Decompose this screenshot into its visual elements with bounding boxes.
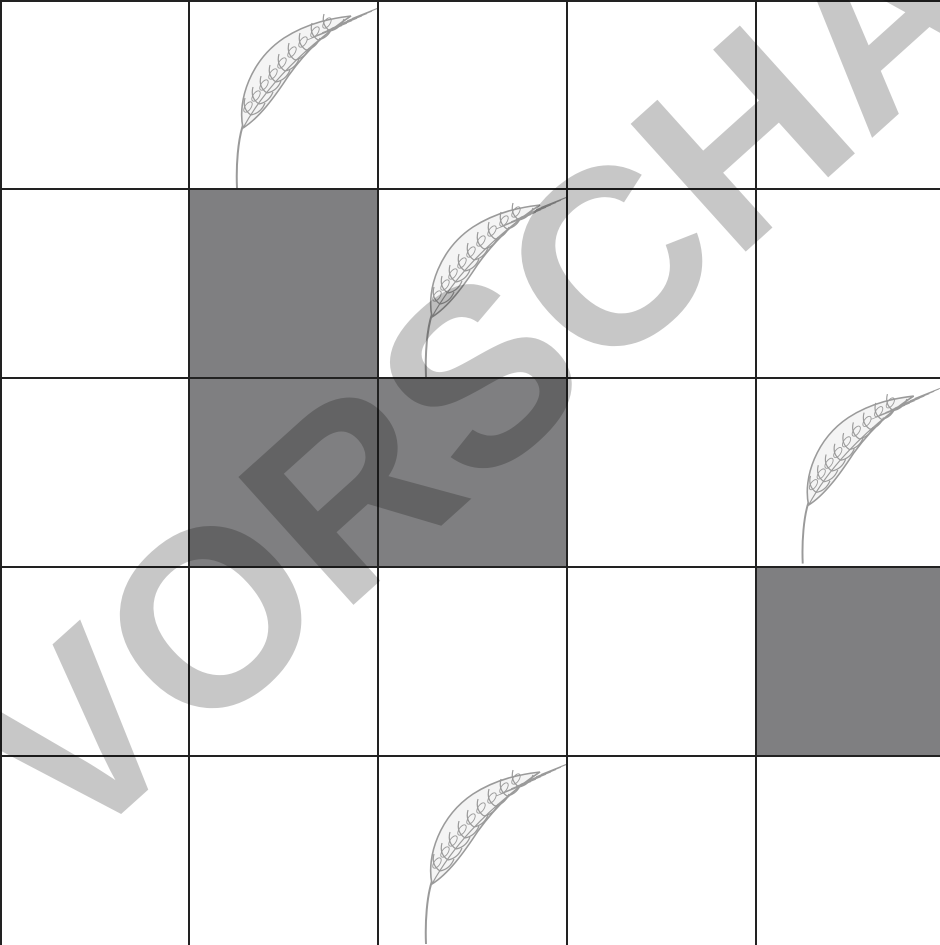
dark-cell[interactable] bbox=[378, 378, 567, 567]
wheat-cell[interactable] bbox=[378, 756, 567, 945]
empty-cell[interactable] bbox=[756, 189, 940, 378]
dark-cell[interactable] bbox=[189, 378, 378, 567]
grid-line-horizontal bbox=[0, 566, 940, 568]
grid-line-vertical bbox=[755, 0, 757, 945]
dark-cell[interactable] bbox=[756, 567, 940, 756]
grid-line-horizontal bbox=[0, 188, 940, 190]
wheat-cell[interactable] bbox=[189, 0, 378, 189]
empty-cell[interactable] bbox=[756, 0, 940, 189]
wheat-ear-icon bbox=[378, 756, 567, 945]
wheat-ear-icon bbox=[378, 189, 567, 378]
empty-cell[interactable] bbox=[567, 0, 756, 189]
empty-cell[interactable] bbox=[0, 756, 189, 945]
grid-line-vertical bbox=[377, 0, 379, 945]
empty-cell[interactable] bbox=[567, 378, 756, 567]
dark-cell[interactable] bbox=[189, 189, 378, 378]
empty-cell[interactable] bbox=[567, 567, 756, 756]
board-border bbox=[0, 0, 2, 945]
wheat-ear-icon bbox=[756, 378, 940, 567]
empty-cell[interactable] bbox=[756, 756, 940, 945]
empty-cell[interactable] bbox=[567, 756, 756, 945]
grid-line-horizontal bbox=[0, 377, 940, 379]
board-border bbox=[0, 0, 940, 2]
grid-line-vertical bbox=[188, 0, 190, 945]
wheat-cell[interactable] bbox=[756, 378, 940, 567]
wheat-ear-icon bbox=[189, 0, 378, 189]
empty-cell[interactable] bbox=[189, 756, 378, 945]
grid-line-horizontal bbox=[0, 755, 940, 757]
empty-cell[interactable] bbox=[0, 189, 189, 378]
grid-line-vertical bbox=[566, 0, 568, 945]
empty-cell[interactable] bbox=[0, 0, 189, 189]
empty-cell[interactable] bbox=[378, 0, 567, 189]
empty-cell[interactable] bbox=[0, 378, 189, 567]
empty-cell[interactable] bbox=[378, 567, 567, 756]
empty-cell[interactable] bbox=[0, 567, 189, 756]
empty-cell[interactable] bbox=[567, 189, 756, 378]
wheat-cell[interactable] bbox=[378, 189, 567, 378]
empty-cell[interactable] bbox=[189, 567, 378, 756]
